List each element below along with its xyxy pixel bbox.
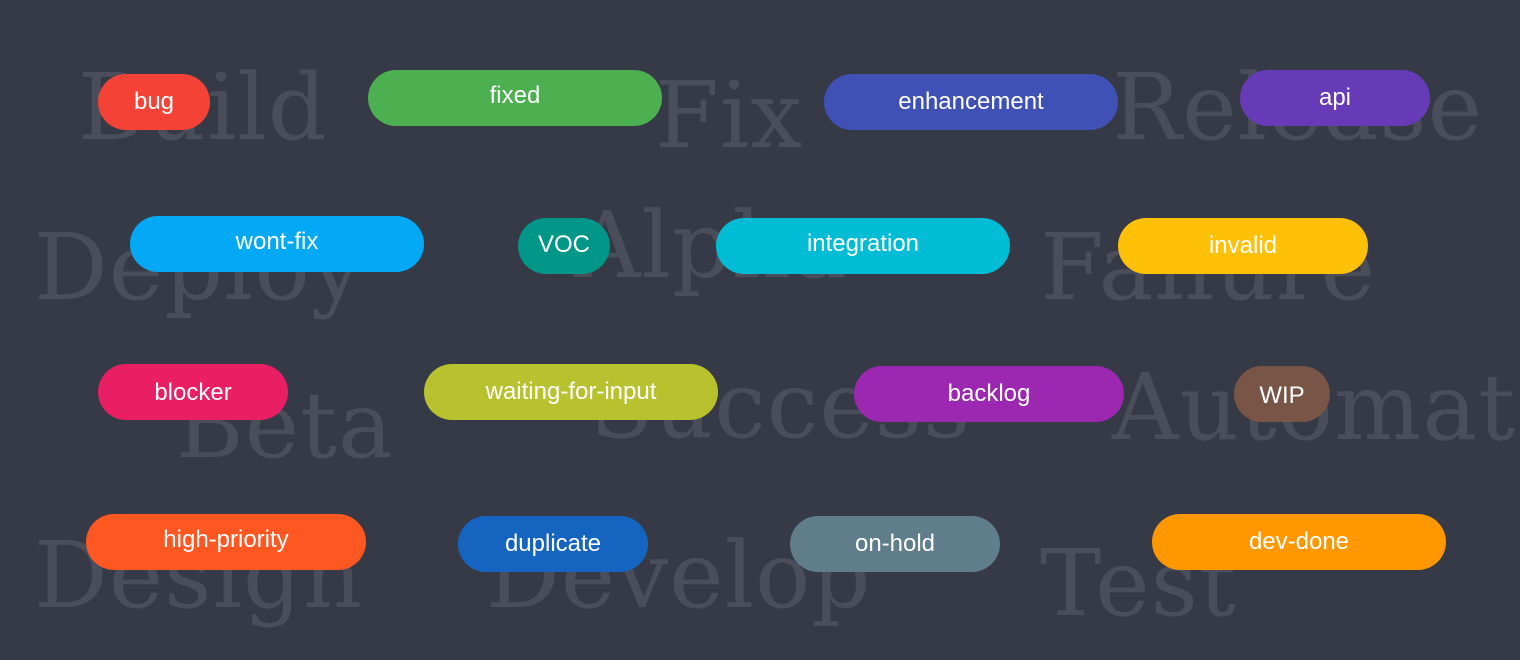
label-high-priority[interactable]: high-priority <box>86 514 366 570</box>
label-voc-text: VOC <box>537 231 590 258</box>
label-on-hold-text: on-hold <box>854 530 936 557</box>
label-invalid[interactable]: invalid <box>1118 218 1368 274</box>
label-bug[interactable]: bug <box>98 74 210 130</box>
label-dev-done[interactable]: dev-done <box>1152 514 1446 570</box>
label-blocker-text: blocker <box>154 379 232 406</box>
label-waiting-for-input-text: waiting-for-input <box>485 378 657 405</box>
label-api[interactable]: api <box>1240 70 1430 126</box>
label-wont-fix-text: wont-fix <box>235 228 319 255</box>
label-voc[interactable]: VOC <box>518 218 610 274</box>
label-wip[interactable]: WIP <box>1234 366 1330 422</box>
label-blocker[interactable]: blocker <box>98 364 288 420</box>
label-duplicate[interactable]: duplicate <box>458 516 648 572</box>
label-high-priority-text: high-priority <box>163 526 289 553</box>
label-integration-text: integration <box>806 230 920 257</box>
label-duplicate-text: duplicate <box>504 530 602 557</box>
label-enhancement-text: enhancement <box>898 88 1044 115</box>
label-bug-text: bug <box>133 88 175 115</box>
label-wont-fix[interactable]: wont-fix <box>130 216 424 272</box>
label-wip-text: WIP <box>1259 382 1305 409</box>
label-fixed-text: fixed <box>489 82 541 109</box>
label-integration[interactable]: integration <box>716 218 1010 274</box>
label-fixed[interactable]: fixed <box>368 70 662 126</box>
label-invalid-text: invalid <box>1208 232 1278 259</box>
bg-word-fix: Fix <box>655 62 804 169</box>
label-backlog[interactable]: backlog <box>854 366 1124 422</box>
label-backlog-text: backlog <box>947 380 1031 407</box>
label-dev-done-text: dev-done <box>1248 528 1350 555</box>
label-waiting-for-input[interactable]: waiting-for-input <box>424 364 718 420</box>
label-api-text: api <box>1318 84 1352 111</box>
label-enhancement[interactable]: enhancement <box>824 74 1118 130</box>
label-on-hold[interactable]: on-hold <box>790 516 1000 572</box>
